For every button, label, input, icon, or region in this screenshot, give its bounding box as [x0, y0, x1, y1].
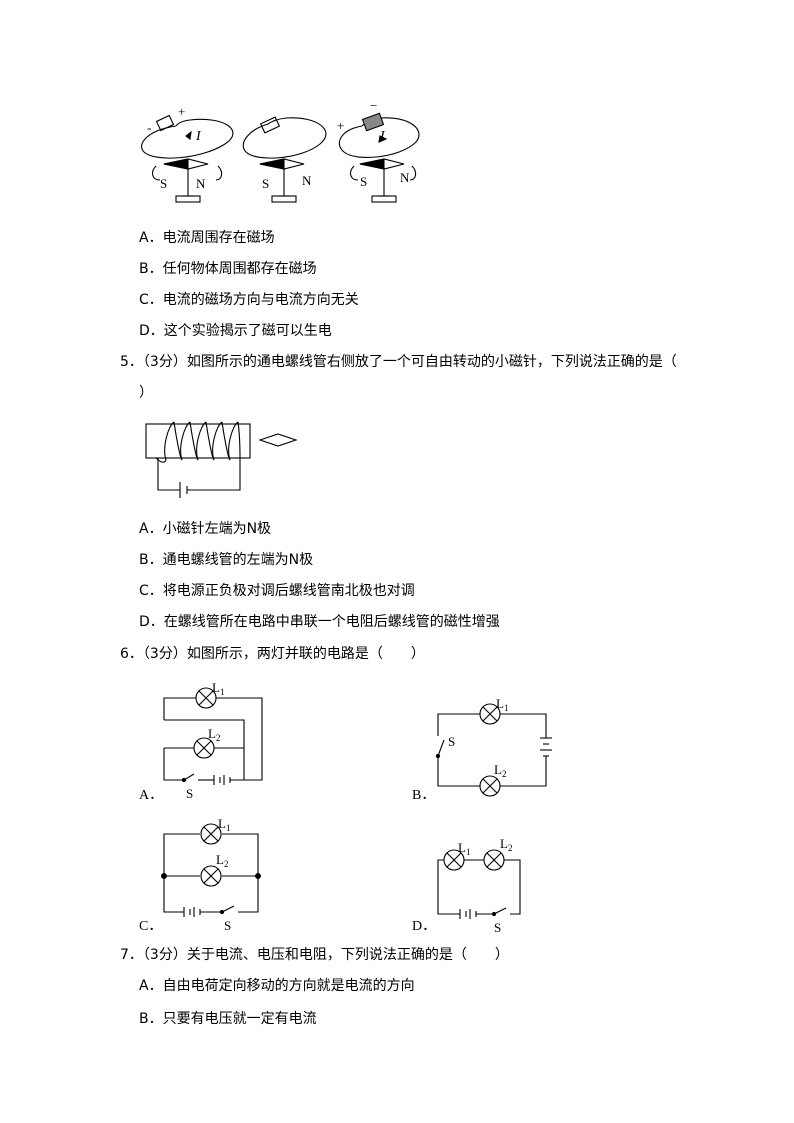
p1-minus: -: [147, 120, 151, 135]
q5-option-d: D．在螺线管所在电路中串联一个电阻后螺线管的磁性增强: [139, 614, 500, 630]
lamp-l1: [200, 823, 222, 845]
p3-plus: +: [337, 118, 344, 133]
q5-option-a: A．小磁针左端为N极: [139, 521, 272, 537]
circuit-d-figure: L1 L2 S: [437, 836, 521, 935]
c-l2: L: [216, 852, 224, 867]
a-l2-sub: 2: [216, 733, 221, 743]
circuit-d-label: D．: [412, 919, 437, 934]
b-l2: L: [494, 762, 502, 777]
d-l2: L: [500, 836, 508, 851]
p1-n: N: [196, 176, 206, 191]
svg-text:L1: L1: [496, 696, 508, 713]
c-l1: L: [218, 816, 226, 831]
b-switch-label: S: [448, 734, 455, 749]
q7-option-a: A．自由电荷定向移动的方向就是电流的方向: [139, 978, 415, 994]
switch-s: [183, 773, 195, 781]
p2-s: S: [262, 176, 269, 191]
p3-current: I: [379, 129, 386, 144]
circuit-c-label: C．: [139, 919, 163, 934]
c-switch-label: S: [224, 918, 231, 932]
solenoid-core: [145, 423, 251, 459]
q6-stem: 6．（3分）如图所示，两灯并联的电路是（ ）: [120, 646, 425, 662]
p3-s: S: [360, 174, 367, 189]
compass-experiment-figure: - + I S N S N + − I S N: [141, 98, 420, 203]
p1-s: S: [160, 176, 167, 191]
p3-n: N: [400, 170, 410, 185]
lamp-l2: [193, 737, 215, 759]
d-l1-sub: 1: [466, 847, 471, 857]
b-l2-sub: 2: [502, 769, 507, 779]
c-l2-sub: 2: [224, 859, 229, 869]
c-l1-sub: 1: [226, 823, 231, 833]
p1-plus: +: [178, 104, 185, 119]
lamp-l1: [479, 703, 501, 725]
p1-current: I: [195, 129, 202, 144]
d-switch-label: S: [494, 920, 501, 935]
svg-text:L2: L2: [208, 726, 220, 743]
b-l1-sub: 1: [504, 703, 509, 713]
svg-text:L1: L1: [218, 816, 230, 833]
q4-option-a: A．电流周围存在磁场: [139, 230, 275, 246]
q7-option-b: B．只要有电压就一定有电流: [139, 1011, 317, 1027]
solenoid-figure: [145, 421, 298, 498]
a-switch-label: S: [186, 786, 193, 801]
svg-text:L1: L1: [212, 680, 224, 697]
svg-text:L1: L1: [458, 840, 470, 857]
svg-text:L2: L2: [500, 836, 512, 853]
lamp-l2: [200, 865, 222, 887]
a-l1: L: [212, 680, 220, 695]
circuit-a-label: A．: [139, 788, 164, 803]
svg-text:L2: L2: [494, 762, 506, 779]
q5-option-c: C．将电源正负极对调后螺线管南北极也对调: [139, 583, 415, 599]
switch-s: [493, 907, 507, 915]
circuit-a-figure: L1 L2 S: [163, 680, 263, 801]
switch-s: [221, 905, 235, 913]
svg-text:L2: L2: [216, 852, 228, 869]
q7-stem: 7．（3分）关于电流、电压和电阻，下列说法正确的是（ ）: [120, 947, 509, 963]
q5-option-b: B．通电螺线管的左端为N极: [139, 552, 314, 568]
b-l1: L: [496, 696, 504, 711]
switch-s: [437, 739, 445, 757]
a-l2: L: [208, 726, 216, 741]
q4-option-d: D．这个实验揭示了磁可以生电: [139, 323, 332, 339]
circuit-b-label: B．: [412, 788, 436, 803]
lamp-l1: [195, 687, 217, 709]
compass-panel-1: [141, 114, 234, 203]
d-l2-sub: 2: [508, 843, 513, 853]
q5-stem-end: ）: [139, 385, 153, 401]
circuit-c-figure: L1 L2 S: [161, 816, 261, 932]
small-magnetic-needle: [258, 433, 298, 447]
p3-minus: −: [370, 98, 377, 113]
circuit-b-figure: L1 L2 S: [435, 696, 552, 797]
q4-option-c: C．电流的磁场方向与电流方向无关: [139, 292, 359, 308]
compass-panel-3: [338, 112, 420, 203]
a-l1-sub: 1: [220, 687, 225, 697]
p2-n: N: [302, 173, 312, 188]
q5-stem: 5．（3分）如图所示的通电螺线管右侧放了一个可自由转动的小磁针，下列说法正确的是…: [120, 354, 677, 370]
compass-panel-2: [242, 116, 327, 203]
d-l1: L: [458, 840, 466, 855]
q4-option-b: B．任何物体周围都存在磁场: [139, 261, 317, 277]
